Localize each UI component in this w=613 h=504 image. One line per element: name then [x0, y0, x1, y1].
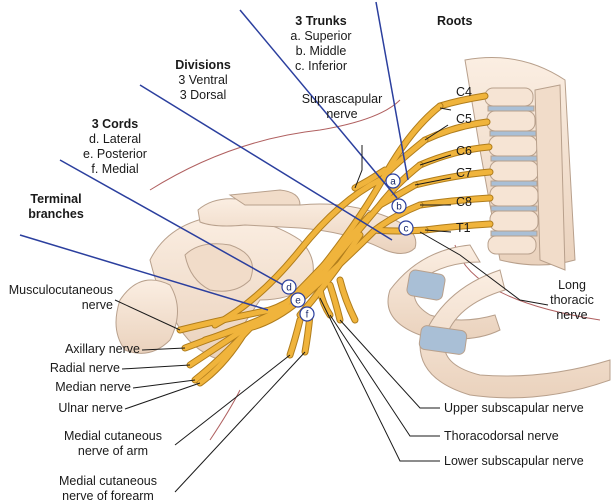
- division-ventral: 3 Ventral: [178, 73, 228, 87]
- trunk-inferior: c. Inferior: [294, 59, 348, 73]
- terminal-branches-heading: Terminal branches: [6, 192, 106, 222]
- roots-heading: Roots: [437, 14, 473, 28]
- marker-b-label: b: [396, 202, 402, 213]
- thoracodorsal-nerve-label: Thoracodorsal nerve: [444, 429, 559, 443]
- trunk-superior: a. Superior: [290, 29, 352, 43]
- long-thoracic-line-2: thoracic: [550, 293, 594, 307]
- med-cut-arm-line-2: nerve of arm: [77, 444, 149, 458]
- root-c7: C7: [456, 166, 472, 180]
- marker-e: e: [290, 292, 306, 308]
- radial-nerve-label: Radial nerve: [49, 361, 120, 375]
- cords-heading: 3 Cords: [91, 117, 139, 131]
- division-dorsal: 3 Dorsal: [179, 88, 227, 102]
- leader-lines: [114, 107, 549, 493]
- trunks-heading: 3 Trunks: [295, 14, 347, 28]
- musculocutaneous-line-1: Musculocutaneous: [8, 283, 113, 297]
- root-c4: C4: [456, 85, 472, 99]
- divisions-heading: Divisions: [175, 58, 231, 72]
- medial-cutaneous-arm-label: Medial cutaneous nerve of arm: [50, 429, 176, 459]
- suprascapular-line-2: nerve: [326, 107, 358, 121]
- med-cut-arm-line-1: Medial cutaneous: [64, 429, 162, 443]
- marker-f: f: [299, 306, 315, 322]
- marker-c: c: [398, 220, 414, 236]
- cord-medial: f. Medial: [91, 162, 139, 176]
- marker-a: a: [385, 173, 401, 189]
- marker-c-label: c: [404, 224, 409, 235]
- cords-block: 3 Cords d. Lateral e. Posterior f. Media…: [60, 117, 170, 177]
- trunk-middle: b. Middle: [295, 44, 347, 58]
- marker-d-label: d: [286, 283, 292, 294]
- marker-f-label: f: [306, 310, 309, 321]
- pointer-lines: [19, 1, 409, 311]
- long-thoracic-line-1: Long: [558, 278, 586, 292]
- cord-posterior: e. Posterior: [83, 147, 147, 161]
- median-nerve-label: Median nerve: [55, 380, 131, 394]
- cord-lateral: d. Lateral: [88, 132, 142, 146]
- root-t1: T1: [456, 221, 471, 235]
- ulnar-nerve-label: Ulnar nerve: [58, 401, 123, 415]
- cervical-spine: [464, 57, 576, 271]
- terminal-heading-line-2: branches: [28, 207, 84, 221]
- marker-e-label: e: [295, 296, 301, 307]
- ribs: [387, 244, 611, 399]
- med-cut-forearm-line-2: nerve of forearm: [62, 489, 154, 503]
- marker-d: d: [281, 279, 297, 295]
- plexus-nerves: [177, 103, 443, 386]
- axillary-nerve-label: Axillary nerve: [64, 342, 140, 356]
- musculocutaneous-line-2: nerve: [81, 298, 113, 312]
- terminal-heading-line-1: Terminal: [30, 192, 82, 206]
- divisions-block: Divisions 3 Ventral 3 Dorsal: [158, 58, 248, 103]
- med-cut-forearm-line-1: Medial cutaneous: [59, 474, 157, 488]
- medial-cutaneous-forearm-label: Medial cutaneous nerve of forearm: [40, 474, 176, 504]
- suprascapular-nerve-label: Suprascapular nerve: [290, 92, 394, 122]
- long-thoracic-nerve-label: Long thoracic nerve: [540, 278, 604, 323]
- upper-subscapular-nerve-label: Upper subscapular nerve: [444, 401, 584, 415]
- root-c8: C8: [456, 195, 472, 209]
- marker-a-label: a: [390, 177, 396, 188]
- long-thoracic-line-3: nerve: [556, 308, 588, 322]
- musculocutaneous-nerve-label: Musculocutaneous nerve: [0, 283, 113, 313]
- lower-subscapular-nerve-label: Lower subscapular nerve: [444, 454, 584, 468]
- root-c5: C5: [456, 112, 472, 126]
- marker-b: b: [391, 198, 407, 214]
- root-c6: C6: [456, 144, 472, 158]
- suprascapular-line-1: Suprascapular: [301, 92, 383, 106]
- trunks-block: 3 Trunks a. Superior b. Middle c. Inferi…: [276, 14, 366, 74]
